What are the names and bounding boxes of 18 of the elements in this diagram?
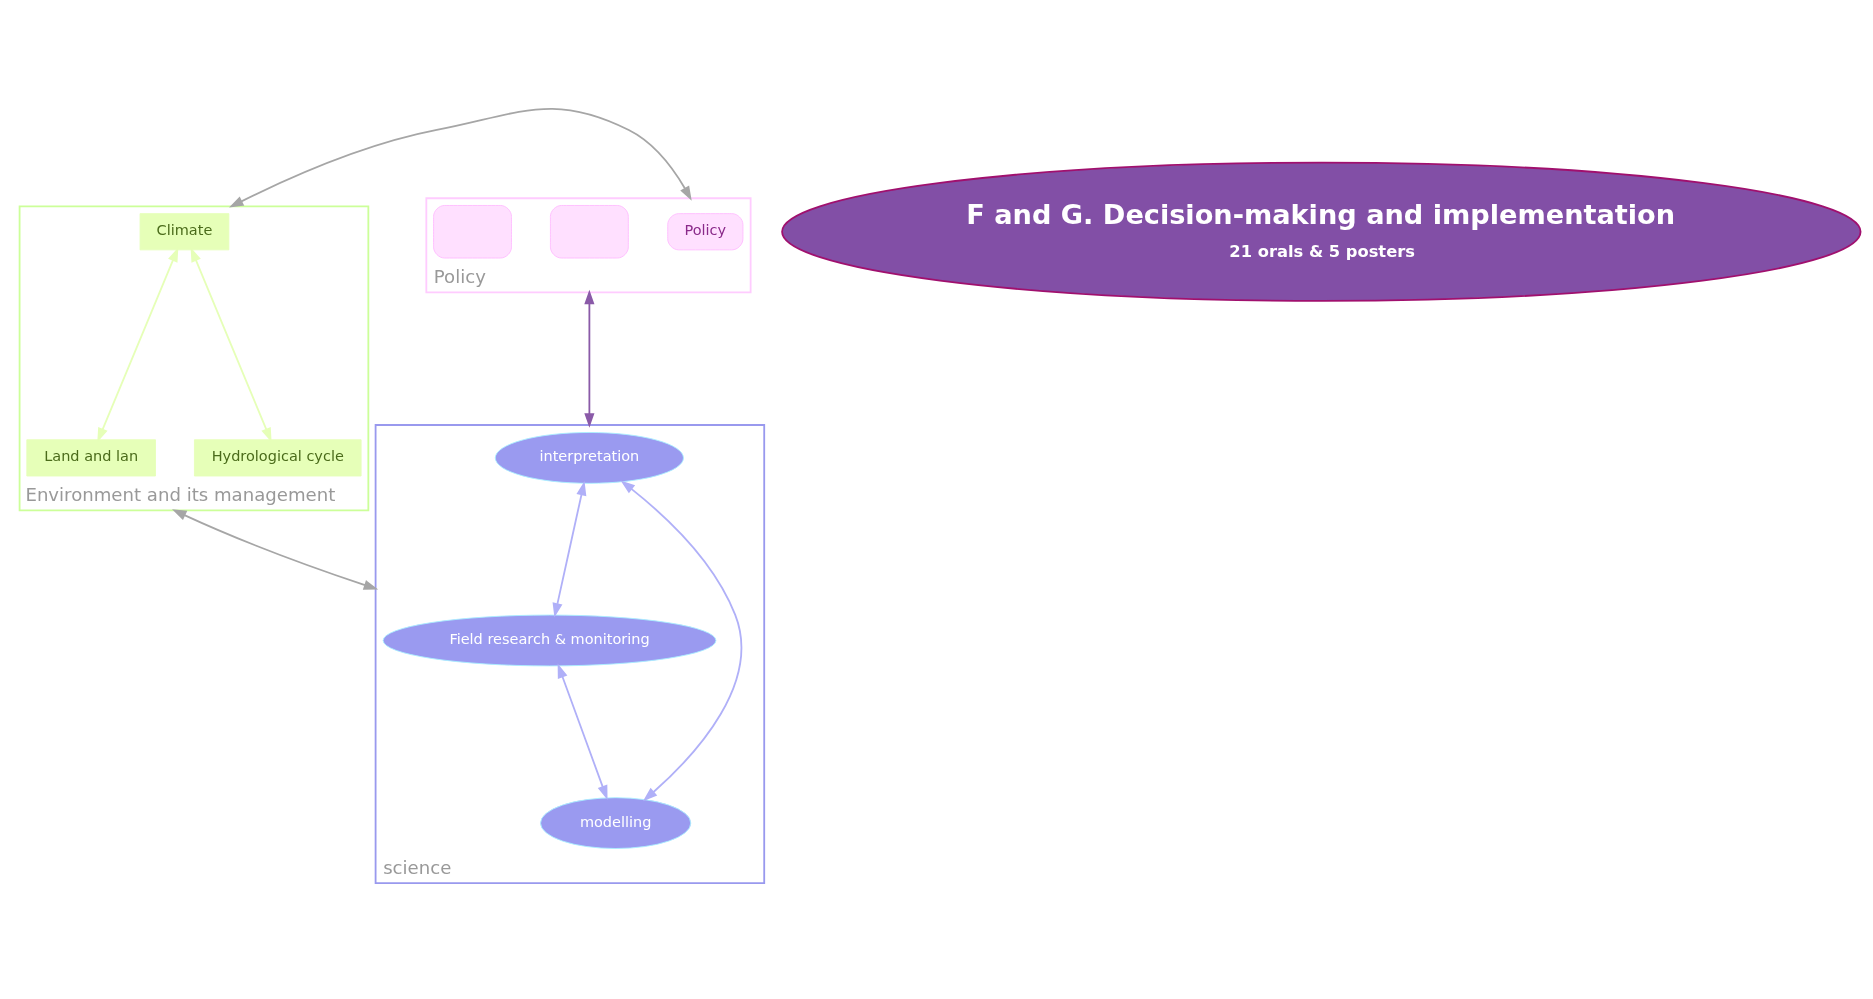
arrow	[584, 289, 595, 428]
arrow	[620, 480, 743, 802]
arrow	[172, 509, 379, 590]
node-box	[549, 205, 629, 259]
node-box: Climate	[139, 213, 230, 251]
node-box: Policy	[667, 213, 744, 251]
node-box: Land and lan	[26, 439, 156, 477]
node-ellipse: modelling	[540, 797, 692, 849]
arrow	[557, 663, 608, 800]
arrow	[229, 107, 692, 208]
node-ellipse: F and G. Decision-making and implementation 21 orals & 5 posters	[781, 161, 1862, 302]
node-ellipse: interpretation	[494, 432, 684, 484]
arrow	[97, 247, 179, 443]
node-box: Hydrological cycle	[193, 439, 362, 477]
arrow	[190, 247, 272, 443]
node-box	[433, 205, 512, 259]
arrow	[552, 480, 587, 618]
node-ellipse: Field research & monitoring	[382, 614, 717, 667]
